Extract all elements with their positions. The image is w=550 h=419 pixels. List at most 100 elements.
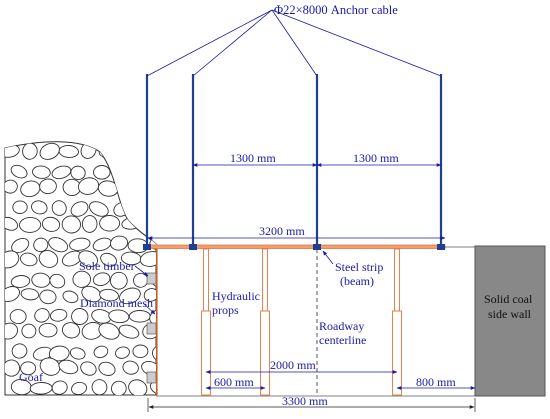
goaf-rock [19,252,38,267]
goaf-rock [93,345,109,359]
goaf-rock [48,345,70,362]
anchor-cable-leaders [146,9,442,77]
goaf-rock [118,324,140,339]
goaf-rock [38,322,58,338]
goaf-rock [128,310,151,323]
solid-coal-label-line2: side wall [488,307,532,321]
goaf-rock [49,308,68,322]
goaf-rock [62,290,79,304]
goaf-rock [39,142,60,160]
dimension-3200-label: 3200 mm [259,224,305,238]
goaf-rock [100,252,117,267]
goaf-rock [39,289,57,305]
goaf-rock [69,347,86,360]
goaf-rocks [5,141,156,395]
goaf-rock [72,270,91,288]
anchor-head [189,244,197,250]
goaf-rock [5,359,21,377]
goaf-rock [119,287,141,305]
steel-strip-label-line1: Steel strip [335,260,383,274]
goaf-rock [5,179,18,194]
goaf-rock [19,216,42,233]
goaf-rock [31,200,48,215]
sole-timber-block [146,322,157,335]
goaf-rock [112,164,131,180]
goaf-rock [5,322,18,340]
steel-strip-leader [322,250,334,265]
goaf-rock [51,200,67,216]
goaf-rock [61,322,81,339]
steel-strip-label-line2: (beam) [340,274,374,288]
goaf-rock [32,165,51,179]
goaf-rock [128,379,148,395]
dimension-800-label: 800 mm [416,375,456,389]
dimension-1300-right: 1300 mm [316,151,442,167]
goaf-rock [141,215,156,230]
goaf-rock [12,200,28,214]
goaf-rock [70,201,89,217]
goaf-rock [10,164,28,179]
goaf-rock [70,165,86,181]
goaf-rock [88,201,109,217]
goaf-rock [71,308,89,325]
goaf-rock [98,361,116,376]
goaf-rock [98,145,122,159]
goaf-rock [151,202,156,217]
goaf-rock [110,235,129,251]
goaf-rock [5,286,20,302]
goaf-rock [58,145,79,158]
goaf-rock [152,345,156,361]
solid-coal-label-line1: Solid coal [484,292,533,306]
goaf-rock [51,165,72,180]
dimension-2000-label: 2000 mm [270,358,316,372]
hydraulic-prop [392,248,402,396]
sole-timber-label: Sole timber [79,259,135,273]
goaf-rock [91,379,108,395]
goaf-rock [99,215,121,232]
dimension-3300: 3300 mm [147,394,476,412]
goaf-rock [99,288,119,302]
hydraulic-prop [260,248,270,396]
solid-coal-wall [474,245,546,397]
hydraulic-prop [201,248,211,396]
goaf-rock [9,309,27,325]
goaf-rock [115,346,130,359]
roadway-centerline-label-line1: Roadway [319,319,364,333]
goaf-rock [39,357,61,376]
goaf-rock [69,237,91,251]
goaf-rock [5,250,20,269]
goaf-rock [81,215,98,233]
hydraulic-props-label-line1: Hydraulic [212,289,260,303]
goaf-rock [20,288,40,301]
goaf-rock [150,164,156,182]
goaf-label: Goaf [19,370,43,384]
goaf-rock [41,216,61,232]
anchor-cable-label: Φ22×8000 Anchor cable [274,3,398,17]
goaf-rock [71,381,88,395]
goaf-rock [140,144,156,160]
hydraulic-props-label-line2: props [212,303,239,317]
dimension-600: 600 mm [205,375,266,390]
dimension-1300-left: 1300 mm [192,151,318,167]
goaf-rock [21,323,37,339]
dimension-2000: 2000 mm [205,358,398,374]
goaf-rock [121,144,139,159]
goaf-rock [98,322,120,340]
goaf-rock [58,359,79,375]
goaf-rock [78,250,98,268]
goaf-rock [80,361,97,376]
hydraulic-props [201,248,402,396]
goaf-rock [51,380,68,395]
diamond-mesh-leader [143,303,156,315]
goaf-rock [122,360,139,375]
dimension-600-label: 600 mm [214,375,254,389]
diamond-mesh-label: Diamond mesh [80,296,153,310]
goaf-rock [130,200,147,214]
dimension-800: 800 mm [396,375,476,390]
anchor-head [437,244,445,250]
dimension-1300-right-label: 1300 mm [353,151,399,165]
goaf-rock [132,344,149,359]
goaf-rock [38,250,59,268]
goaf-rock [10,275,31,288]
